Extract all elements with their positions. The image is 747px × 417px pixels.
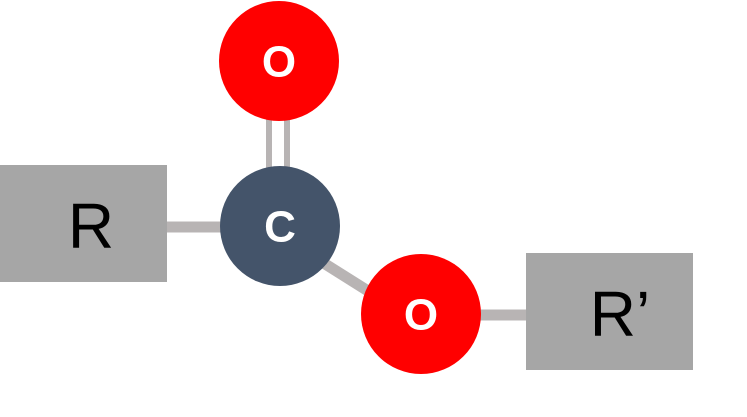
ester-oxygen-circle (361, 254, 481, 374)
r-prime-group-box: R’ (526, 253, 693, 370)
r-group-label: R (68, 190, 114, 262)
r-group-rect (0, 165, 167, 282)
carbonyl-oxygen-circle (219, 1, 339, 121)
ester-oxygen-label: O (404, 291, 438, 340)
carbonyl-oxygen-label: O (262, 38, 296, 87)
carbon-label: C (264, 203, 296, 252)
r-prime-group-label: R’ (590, 278, 650, 350)
carbonyl-oxygen-atom: O (219, 1, 339, 121)
ester-oxygen-atom: O (361, 254, 481, 374)
carbon-circle (220, 166, 340, 286)
carbon-atom: C (220, 166, 340, 286)
r-group-box: R (0, 165, 167, 282)
r-prime-group-rect (526, 253, 693, 370)
